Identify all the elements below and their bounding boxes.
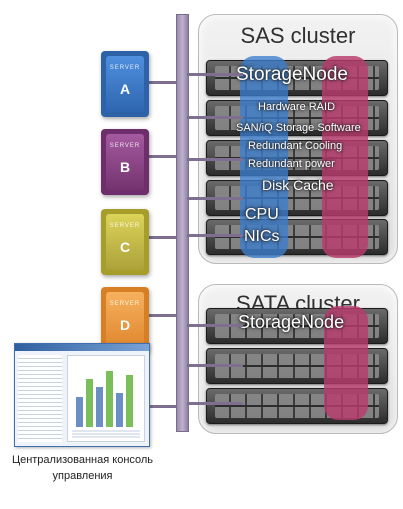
sas-cluster-title: SAS cluster <box>240 23 356 48</box>
feature-nics: NICs <box>244 228 280 245</box>
console-caption-line1: Централизованная консоль <box>11 454 154 466</box>
link-sata-3 <box>187 402 243 405</box>
link-console <box>148 405 176 408</box>
console-pane <box>67 355 145 442</box>
link-sas-1 <box>187 73 243 76</box>
link-sas-5 <box>187 234 243 237</box>
link-server-d <box>148 314 176 317</box>
server-d: SERVER D <box>101 287 149 353</box>
network-bus <box>176 14 189 432</box>
link-server-a <box>148 81 176 84</box>
server-b: SERVER B <box>101 129 149 195</box>
feature-san-iq-software: SAN/iQ Storage Software <box>236 122 361 134</box>
management-console-thumbnail <box>14 343 150 447</box>
link-server-c <box>148 236 176 239</box>
link-sas-2 <box>187 116 243 119</box>
server-c-letter: C <box>119 239 131 255</box>
server-a-letter: A <box>119 81 131 97</box>
server-d-letter: D <box>119 317 131 333</box>
server-b-letter: B <box>119 159 131 175</box>
server-c-tag: SERVER <box>109 223 141 229</box>
sas-pink-column <box>322 56 368 258</box>
link-sas-4 <box>187 197 243 200</box>
console-tree <box>18 355 62 442</box>
feature-disk-cache: Disk Cache <box>262 177 334 193</box>
sata-pink-column <box>324 306 368 420</box>
console-titlebar <box>15 344 149 351</box>
link-server-b <box>148 155 176 158</box>
server-c: SERVER C <box>101 209 149 275</box>
link-sas-3 <box>187 158 243 161</box>
feature-cpu: CPU <box>245 206 279 223</box>
console-caption-line2: управления <box>52 470 113 482</box>
server-a: SERVER A <box>101 51 149 117</box>
server-a-tag: SERVER <box>109 65 141 71</box>
feature-redundant-power: Redundant power <box>248 158 335 170</box>
link-sata-1 <box>187 324 243 327</box>
link-sata-2 <box>187 364 243 367</box>
feature-hardware-raid: Hardware RAID <box>258 101 336 113</box>
sas-blue-column <box>240 56 288 258</box>
feature-redundant-cooling: Redundant Cooling <box>248 140 343 152</box>
sata-node-label: StorageNode <box>238 312 345 332</box>
server-d-tag: SERVER <box>109 301 141 307</box>
sas-node-label: StorageNode <box>236 64 348 85</box>
server-b-tag: SERVER <box>109 143 141 149</box>
